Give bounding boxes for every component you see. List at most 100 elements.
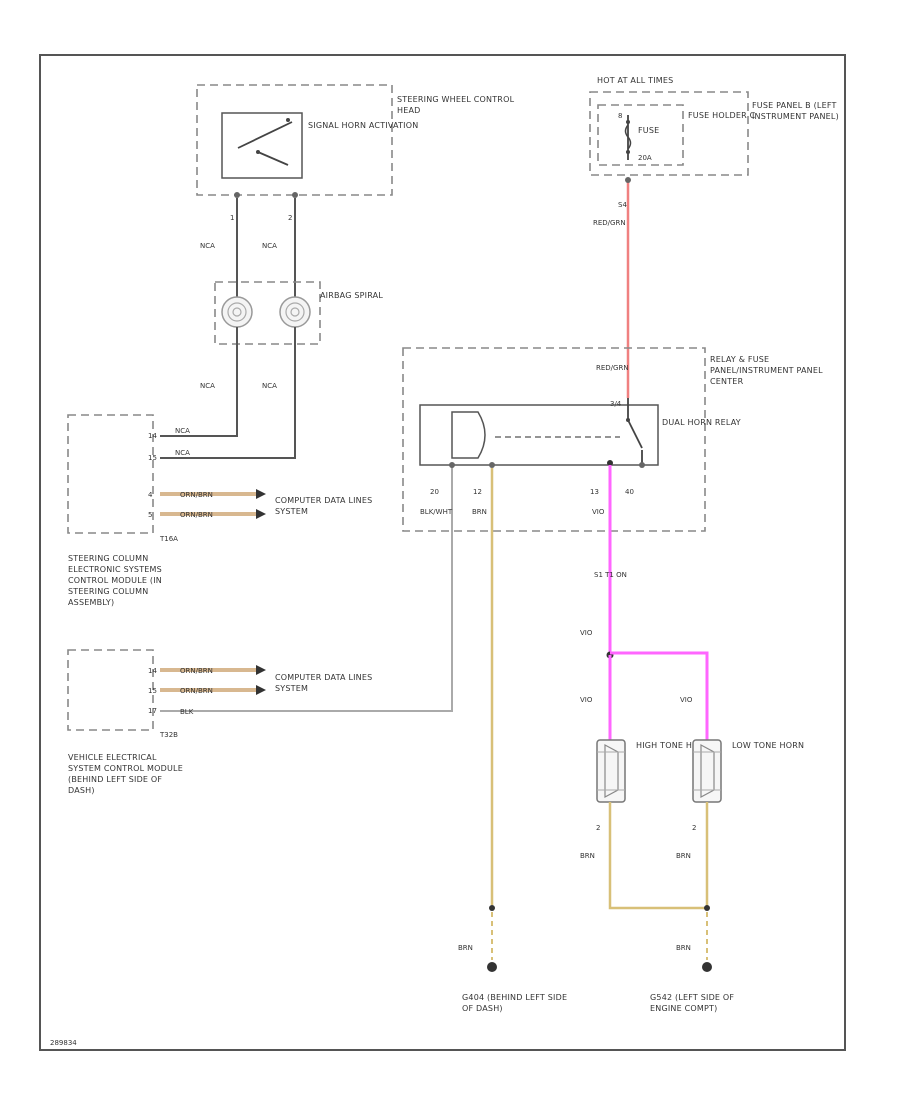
relay-coil — [451, 411, 486, 459]
ground-right-connector — [704, 905, 710, 911]
pin-40-label: 40 — [625, 488, 634, 496]
t32b-label: T32B — [159, 731, 178, 739]
brn-4-label: BRN — [458, 944, 473, 952]
pin-2-label: 2 — [288, 214, 292, 222]
pin-a2-label: 15 — [148, 454, 157, 462]
wire-brn-high-horn — [608, 802, 707, 910]
vehicle-module-dashed-box — [67, 649, 154, 731]
pin-a1-label: 14 — [148, 432, 157, 440]
relay-panel-dashed-box — [402, 347, 706, 532]
high-horn-pin-2-label: 2 — [596, 824, 600, 832]
arrow-b2-icon — [256, 685, 266, 695]
relay-pin-13-terminal — [607, 460, 613, 466]
vio-4-label: VIO — [680, 696, 693, 704]
diagram-frame — [39, 54, 846, 1051]
wire-nca-3-label: NCA — [200, 382, 215, 390]
vio-1-label: VIO — [592, 508, 605, 516]
relay-pin-40-terminal — [639, 462, 645, 468]
wire-nca-4-label: NCA — [262, 382, 277, 390]
wire-nca-right-bottom — [160, 327, 296, 459]
brn-2-label: BRN — [580, 852, 595, 860]
relay-box — [419, 404, 659, 466]
low-tone-horn-icon — [692, 739, 722, 803]
hot-at-all-times-label: HOT AT ALL TIMES — [597, 76, 673, 85]
blk-wht-label: BLK/WHT — [420, 508, 453, 516]
ground-left-connector — [489, 905, 495, 911]
fuse-holder-label: FUSE HOLDER C — [688, 111, 756, 120]
t16a-label: T16A — [159, 535, 178, 543]
pin-b1-label: 14 — [148, 667, 157, 675]
arrow-b1-icon — [256, 665, 266, 675]
fuse-holder-dashed-box — [597, 104, 684, 166]
pin-1-terminal — [234, 192, 240, 198]
black-wire-label: BLK — [180, 708, 194, 716]
high-tone-horn-icon — [596, 739, 626, 803]
red-grn-1-label: RED/GRN — [593, 219, 626, 227]
lwire-1-label: NCA — [175, 427, 190, 435]
pin-2-terminal — [292, 192, 298, 198]
fuse-label: FUSE — [638, 126, 659, 135]
arrow-a1-icon — [256, 489, 266, 499]
footer-code: 289834 — [50, 1039, 77, 1047]
orn-brn-3-label: ORN/BRN — [180, 667, 213, 675]
horn-switch-icon — [237, 118, 293, 166]
splice-label: S1 T1 ON — [594, 571, 627, 579]
pin-1-label: 1 — [230, 214, 234, 222]
steering-module-dashed-box — [67, 414, 154, 534]
airbag-spiral-left-icon — [221, 296, 253, 328]
wire-gray-vehicle-to-relay — [160, 463, 453, 712]
orn-brn-4-label: ORN/BRN — [180, 687, 213, 695]
vio-3-label: VIO — [580, 696, 593, 704]
pin-b3-label: 17 — [148, 707, 157, 715]
fuse-top-pin-label: 8 — [618, 112, 622, 120]
airbag-spiral-dashed-box — [214, 281, 321, 345]
pin-a3-label: 4 — [148, 491, 153, 499]
pin-20-label: 20 — [430, 488, 439, 496]
wire-nca-1-label: NCA — [200, 242, 215, 250]
fuse-bottom-pin-label: S4 — [618, 201, 627, 209]
fuse-bottom-terminal — [625, 177, 631, 183]
pin-b2-label: 15 — [148, 687, 157, 695]
ground-right-icon — [702, 962, 712, 972]
pin-13-label: 13 — [590, 488, 599, 496]
signal-horn-label: SIGNAL HORN ACTIVATION — [308, 121, 418, 130]
brn-1-label: BRN — [472, 508, 487, 516]
wire-nca-2-label: NCA — [262, 242, 277, 250]
brn-5-label: BRN — [676, 944, 691, 952]
relay-pin-20-terminal — [449, 462, 455, 468]
ground-left-icon — [487, 962, 497, 972]
fuse-amp-label: 20A — [638, 154, 652, 162]
wire-vio-splice-to-low-horn — [610, 651, 709, 740]
airbag-spiral-label: AIRBAG SPIRAL — [320, 291, 383, 300]
airbag-spiral-right-icon — [279, 296, 311, 328]
fuse-panel-dashed-box — [589, 91, 749, 176]
wire-nca-left-bottom — [160, 327, 238, 437]
arrow-a2-icon — [256, 509, 266, 519]
relay-contact-icon — [626, 398, 643, 465]
pin-12-label: 12 — [473, 488, 482, 496]
dual-horn-relay-label: DUAL HORN RELAY — [662, 418, 741, 427]
orn-brn-2-label: ORN/BRN — [180, 511, 213, 519]
low-horn-pin-2-label: 2 — [692, 824, 696, 832]
red-grn-2-label: RED/GRN — [596, 364, 629, 372]
brn-3-label: BRN — [676, 852, 691, 860]
high-tone-horn-label: HIGH TONE HORN — [636, 741, 711, 750]
vio-2-label: VIO — [580, 629, 593, 637]
signal-horn-switch-box — [221, 112, 303, 179]
steering-head-dashed-box — [196, 84, 393, 196]
fuse-icon — [624, 115, 632, 160]
pin-a4-label: 5 — [148, 511, 152, 519]
relay-in-pin-label: 3/4 — [610, 400, 622, 408]
relay-pin-12-terminal — [489, 462, 495, 468]
low-tone-horn-label: LOW TONE HORN — [732, 741, 804, 750]
